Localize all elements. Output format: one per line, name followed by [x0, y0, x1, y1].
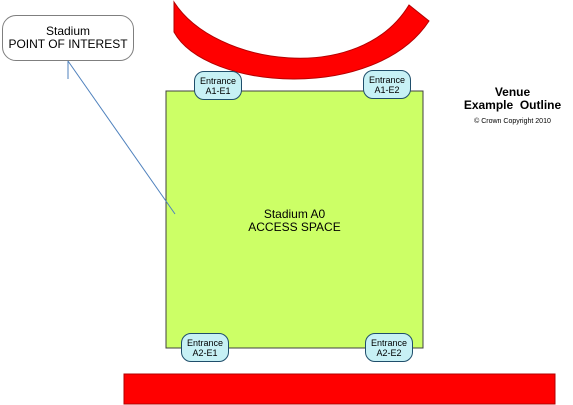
access-space-line1: Stadium A0	[263, 207, 326, 221]
access-space-label: Stadium A0 ACCESS SPACE	[166, 208, 423, 234]
venue-title-line2: Example Outline	[463, 98, 562, 112]
straight-road-bottom	[123, 373, 556, 405]
poi-callout-line2: POINT OF INTEREST	[8, 37, 128, 51]
copyright-notice: © Crown Copyright 2010	[474, 118, 551, 125]
entrance-id: A2-E2	[376, 348, 402, 358]
callout-leader-line	[67, 60, 176, 215]
entrance-label: Entrance	[186, 338, 224, 348]
entrance-label: Entrance	[199, 76, 237, 86]
entrance-a1-e1[interactable]: Entrance A1-E1	[194, 71, 242, 100]
poi-callout[interactable]: Stadium POINT OF INTEREST	[2, 15, 134, 61]
venue-title-line1: Venue	[494, 85, 531, 99]
access-space-area[interactable]	[165, 90, 424, 349]
venue-title: Venue Example Outline	[452, 86, 573, 112]
entrance-label: Entrance	[368, 75, 406, 85]
entrance-label: Entrance	[370, 338, 408, 348]
poi-callout-line1: Stadium	[45, 24, 91, 38]
entrance-id: A2-E1	[192, 348, 218, 358]
entrance-a2-e2[interactable]: Entrance A2-E2	[365, 333, 413, 362]
access-space-line2: ACCESS SPACE	[248, 220, 341, 234]
entrance-id: A1-E1	[205, 86, 231, 96]
entrance-a1-e2[interactable]: Entrance A1-E2	[363, 70, 411, 99]
curved-road-top	[173, 0, 430, 80]
entrance-id: A1-E2	[374, 85, 400, 95]
entrance-a2-e1[interactable]: Entrance A2-E1	[181, 333, 229, 362]
